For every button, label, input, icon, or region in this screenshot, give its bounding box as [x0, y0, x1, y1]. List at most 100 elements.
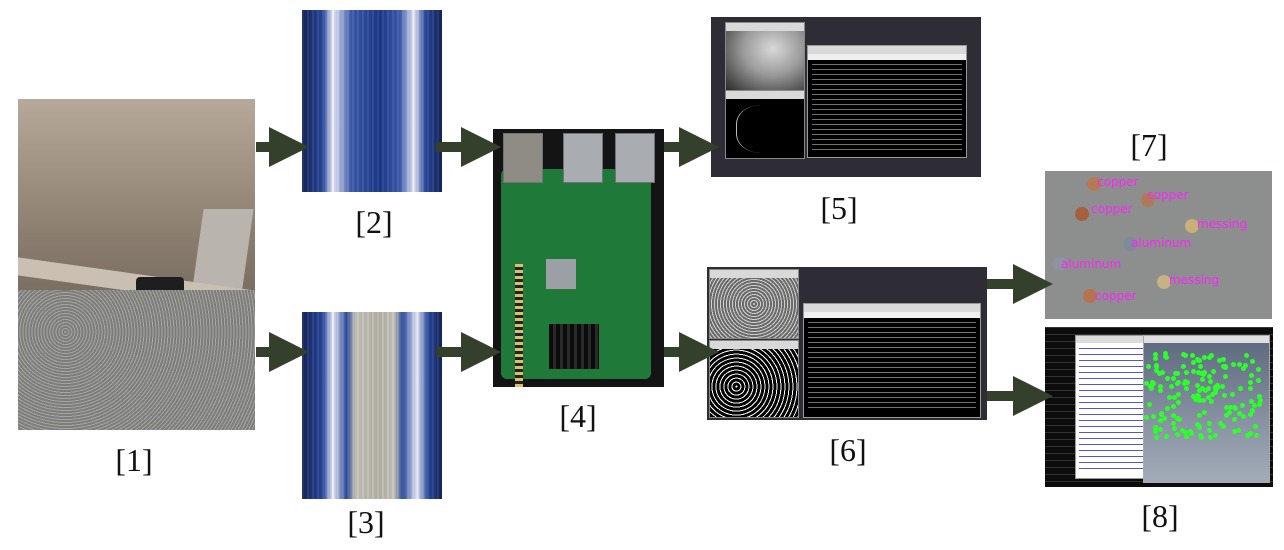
detected-pebble-dot: [1220, 384, 1225, 389]
detected-pebble-dot: [1191, 394, 1196, 399]
detected-pebble-dot: [1196, 370, 1201, 375]
material-belt-image: [302, 312, 442, 499]
detected-pebble-dot: [1169, 384, 1174, 389]
terminal-window: [807, 45, 967, 158]
detected-pebble-dot: [1258, 398, 1263, 403]
detected-pebble-dot: [1249, 373, 1254, 378]
detected-pebble-dot: [1184, 386, 1189, 391]
detected-pebble-dot: [1200, 377, 1205, 382]
detected-pebble-dot: [1238, 386, 1243, 391]
metal-label: aluminum: [1131, 236, 1192, 250]
detected-pebble-dot: [1171, 413, 1176, 418]
detected-pebble-dot: [1232, 429, 1237, 434]
detected-pebble-dot: [1218, 421, 1223, 426]
detected-pebble-dot: [1201, 398, 1206, 403]
detected-pebble-dot: [1221, 357, 1226, 362]
detected-pebble-dot: [1171, 404, 1176, 409]
detected-pebble-dot: [1193, 397, 1198, 402]
detected-pebble-dot: [1153, 352, 1158, 357]
detected-pebble-dot: [1150, 380, 1155, 385]
detected-pebble-dot: [1206, 395, 1211, 400]
metal-label: copper: [1091, 202, 1133, 216]
detected-pebble-dot: [1222, 393, 1227, 398]
detected-pebble-dot: [1171, 376, 1176, 381]
metal-piece: [1185, 219, 1199, 233]
detected-pebble-dot: [1158, 384, 1163, 389]
detected-pebble-dot: [1245, 433, 1250, 438]
metal-label: messing: [1197, 217, 1248, 231]
metal-label: aluminum: [1061, 257, 1122, 271]
ethernet-port: [503, 133, 543, 183]
detected-pebble-dot: [1236, 428, 1241, 433]
detected-pebble-dot: [1146, 364, 1151, 369]
detected-pebble-dot: [1154, 363, 1159, 368]
detected-pebble-dot: [1144, 381, 1149, 386]
detection-view-window: [1143, 335, 1270, 483]
label-1: [1]: [115, 442, 153, 478]
detected-pebble-dot: [1253, 424, 1258, 429]
detected-pebble-dot: [1213, 433, 1218, 438]
detected-pebble-dot: [1164, 434, 1169, 439]
metal-classification-result: copper copper copper messing aluminum al…: [1045, 171, 1272, 319]
detected-pebble-dot: [1154, 368, 1159, 373]
detected-pebble-dot: [1240, 403, 1245, 408]
pcb-board: [501, 169, 651, 387]
metal-label: copper: [1147, 188, 1189, 202]
edge-window: [725, 90, 805, 159]
detected-pebble-dot: [1158, 427, 1163, 432]
pebble-counting-result: [1045, 327, 1273, 487]
detected-pebble-dot: [1257, 402, 1262, 407]
detected-pebble-dot: [1232, 405, 1237, 410]
detected-pebble-dot: [1217, 358, 1222, 363]
detected-pebble-dot: [1158, 388, 1163, 393]
detected-pebble-dot: [1165, 406, 1170, 411]
detected-pebble-dot: [1248, 380, 1253, 385]
detected-pebble-dot: [1249, 399, 1254, 404]
label-3: [3]: [347, 504, 385, 540]
metal-piece: [1075, 207, 1089, 221]
detected-pebble-dot: [1206, 386, 1211, 391]
detected-pebble-dot: [1158, 418, 1163, 423]
label-4: [4]: [559, 398, 597, 434]
label-8: [8]: [1141, 498, 1179, 534]
detected-pebble-dot: [1241, 414, 1246, 419]
empty-belt-image: [302, 10, 442, 192]
metal-label: copper: [1097, 175, 1139, 189]
detected-pebble-dot: [1202, 410, 1207, 415]
ram-chip: [546, 259, 576, 289]
detected-pebble-dot: [1200, 386, 1205, 391]
camera-window: [709, 269, 799, 339]
count-output-window: [1075, 335, 1147, 479]
gpio-header: [515, 264, 523, 387]
terminal-window: [803, 303, 981, 418]
detected-pebble-dot: [1199, 435, 1204, 440]
detected-pebble-dot: [1183, 353, 1188, 358]
detected-pebble-dot: [1172, 426, 1177, 431]
edge-window: [709, 340, 799, 418]
detected-pebble-dot: [1197, 424, 1202, 429]
detected-pebble-dot: [1153, 429, 1158, 434]
detected-pebble-dot: [1165, 376, 1170, 381]
detected-pebble-dot: [1176, 380, 1181, 385]
metal-label: messing: [1169, 273, 1220, 287]
detected-pebble-dot: [1191, 369, 1196, 374]
detected-pebble-dot: [1215, 383, 1220, 388]
detected-pebble-dot: [1176, 392, 1181, 397]
metal-piece: [1141, 193, 1155, 207]
detected-pebble-dot: [1173, 371, 1178, 376]
label-7: [7]: [1130, 127, 1168, 163]
detected-pebble-dot: [1248, 431, 1253, 436]
detected-pebble-dot: [1252, 403, 1257, 408]
detected-pebble-dot: [1224, 405, 1229, 410]
metal-piece: [1087, 177, 1101, 191]
detected-pebble-dot: [1198, 364, 1203, 369]
detected-pebble-dot: [1237, 411, 1242, 416]
detection-image: [1144, 343, 1269, 482]
detected-pebble-dot: [1257, 394, 1262, 399]
detected-pebble-dot: [1208, 379, 1213, 384]
detected-pebble-dot: [1197, 388, 1202, 393]
usb-port-2: [615, 133, 655, 183]
usb-port-1: [563, 133, 603, 183]
detected-pebble-dot: [1162, 416, 1167, 421]
detected-pebble-dot: [1256, 367, 1261, 372]
